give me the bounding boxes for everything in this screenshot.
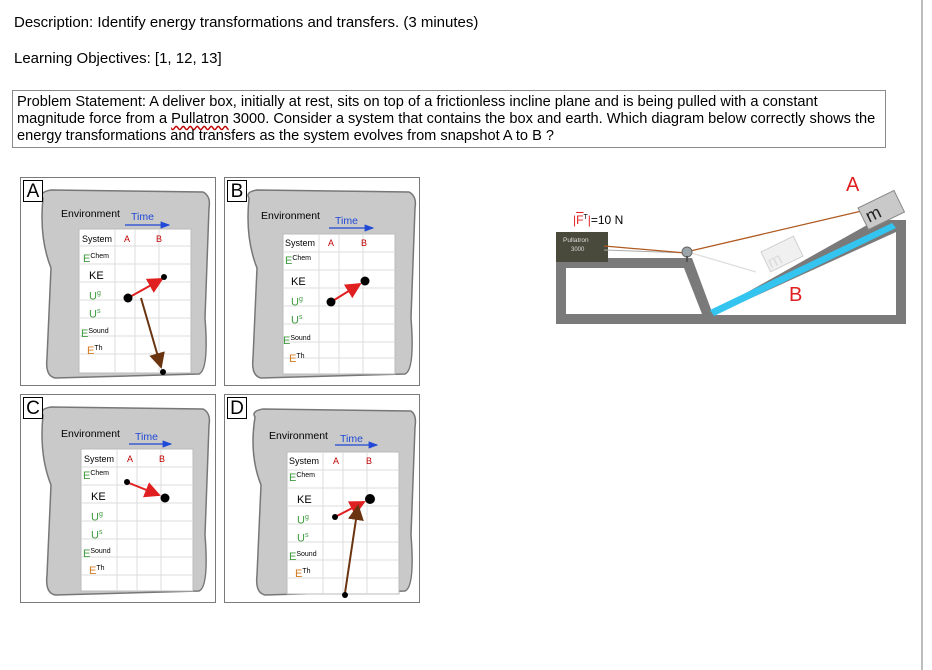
ug-label: Ug (297, 514, 309, 527)
option-letter: C (23, 397, 43, 419)
track-cutout (714, 232, 896, 315)
environment-label: Environment (61, 428, 120, 440)
description-line: Description: Identify energy transformat… (14, 14, 479, 31)
rope-to-a (685, 209, 867, 253)
system-label: System (82, 234, 113, 244)
snapshot-b-label: B (159, 454, 166, 464)
sound-label: ESound (283, 335, 311, 347)
chem-label: EChem (83, 470, 110, 482)
option-letter: A (23, 180, 43, 202)
ke-label: KE (91, 491, 106, 503)
snapshot-a-label: A (333, 456, 340, 466)
energy-arrow-red (127, 278, 164, 299)
snapshot-b-label: B (366, 456, 373, 466)
track-cutout (566, 268, 702, 314)
frictionless-surface (710, 223, 896, 316)
sound-label: ESound (83, 548, 111, 560)
us-label: Us (297, 532, 309, 545)
system-label: System (289, 456, 320, 466)
environment-label: Environment (269, 430, 328, 442)
energy-arrow-red (128, 482, 161, 498)
ke-label: KE (89, 270, 104, 282)
learning-objectives-line: Learning Objectives: [1, 12, 13] (14, 50, 222, 67)
product-name: Pullatron (171, 111, 229, 127)
ug-label: Ug (89, 290, 101, 303)
us-label: Us (91, 529, 103, 542)
chem-label: EChem (83, 253, 110, 265)
thermal-label: ETh (89, 565, 105, 577)
time-label: Time (340, 433, 363, 445)
ug-label: Ug (291, 296, 303, 309)
environment-label: Environment (261, 210, 320, 222)
energy-arrow-red (330, 282, 362, 303)
snapshot-a-label: A (124, 234, 131, 244)
system-label: System (84, 454, 115, 464)
option-letter: B (227, 180, 247, 202)
start-point (342, 592, 348, 598)
page-right-border (921, 0, 923, 670)
start-point (124, 479, 130, 485)
environment-label: Environment (61, 208, 120, 220)
problem-text-2: 3000. Consider a system that contains th… (17, 111, 876, 144)
incline-diagram (556, 189, 906, 324)
ke-label: KE (297, 494, 312, 506)
box-at-a (857, 189, 906, 231)
us-label: Us (89, 308, 101, 321)
snapshot-b-label: B (156, 234, 163, 244)
energy-arrow-brown (140, 297, 165, 369)
us-label: Us (291, 314, 303, 327)
option-c-diagram[interactable]: C Environment Time System A B EChem KE U… (20, 394, 216, 603)
pullatron-label-1: Pullatron (563, 237, 589, 244)
pullatron-label-2: 3000 (571, 247, 585, 253)
time-label: Time (131, 211, 154, 223)
end-point (365, 494, 375, 504)
pulley-icon (681, 246, 693, 258)
thermal-label: ETh (289, 353, 305, 365)
box-at-b (760, 235, 804, 273)
pullatron-device (556, 232, 608, 262)
time-label: Time (135, 431, 158, 443)
end-point (160, 493, 170, 503)
snapshot-a-label: A (127, 454, 134, 464)
rope-to-b (603, 245, 687, 254)
start-point (326, 297, 336, 307)
time-label: Time (335, 215, 358, 227)
ug-label: Ug (91, 511, 103, 524)
option-a-diagram[interactable]: A Environment Time System A B EChem KE U… (20, 177, 216, 386)
energy-arrow-brown (344, 504, 364, 594)
option-b-diagram[interactable]: B Environment Time System A B EChem KE U… (224, 177, 420, 386)
option-a-svg (41, 189, 211, 379)
system-label: System (285, 238, 316, 248)
thermal-label: ETh (87, 345, 103, 357)
problem-text-1: Problem Statement: A deliver box, initia… (17, 94, 818, 127)
snapshot-a-label: A (328, 238, 335, 248)
snapshot-b-marker: B (789, 284, 803, 306)
end-point (161, 274, 167, 280)
option-c-svg (41, 406, 211, 596)
chem-label: EChem (289, 472, 316, 484)
snapshot-a-marker: A (846, 174, 860, 196)
snapshot-b-label: B (361, 238, 368, 248)
start-point (332, 514, 338, 520)
ke-label: KE (291, 276, 306, 288)
option-d-svg (252, 408, 417, 598)
sound-label: ESound (289, 551, 317, 563)
end-point (160, 369, 166, 375)
sound-label: ESound (81, 328, 109, 340)
start-point (123, 293, 133, 303)
option-letter: D (227, 397, 247, 419)
chem-label: EChem (285, 255, 312, 267)
thermal-label: ETh (295, 568, 311, 580)
force-label: |FT|=10 N (573, 213, 624, 227)
option-b-svg (247, 189, 417, 379)
problem-statement-box: Problem Statement: A deliver box, initia… (12, 90, 886, 148)
end-point (360, 276, 370, 286)
option-d-diagram[interactable]: D Environment Time System A B EChem KE U… (224, 394, 420, 603)
